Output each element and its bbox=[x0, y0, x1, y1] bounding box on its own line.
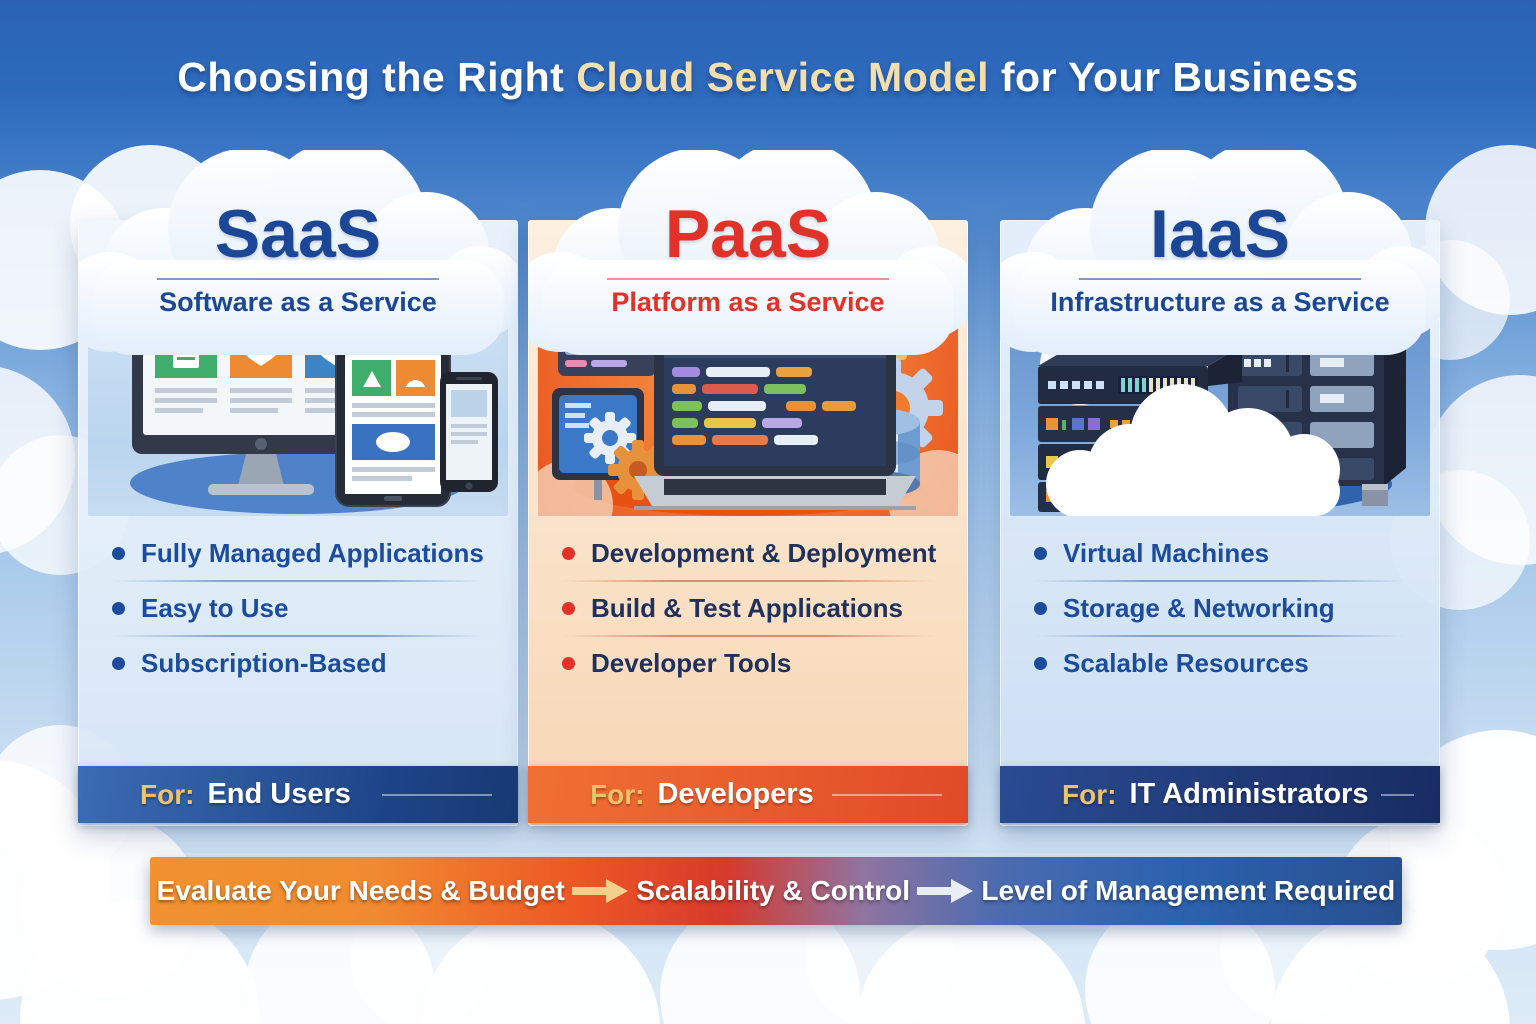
paas-subtitle: Platform as a Service bbox=[611, 287, 885, 317]
paas-header: PaaS Platform as a Service bbox=[528, 150, 968, 355]
list-item: Subscription-Based bbox=[112, 638, 484, 689]
iaas-divider bbox=[1079, 278, 1361, 280]
list-item: Storage & Networking bbox=[1034, 583, 1406, 634]
arrow-right-icon bbox=[571, 879, 628, 903]
for-label: For: bbox=[590, 778, 645, 810]
cloud-shape bbox=[78, 150, 518, 355]
bullet-dot-icon bbox=[562, 602, 575, 615]
bullet-dot-icon bbox=[1034, 547, 1047, 560]
title-part2: for Your Business bbox=[988, 54, 1359, 100]
cloud-shape bbox=[1000, 150, 1440, 355]
list-item: Development & Deployment bbox=[562, 528, 936, 579]
bullet-separator bbox=[112, 635, 484, 637]
paas-column: PaaS Platform as a Service bbox=[528, 150, 968, 826]
foreground-cloud bbox=[1046, 384, 1340, 516]
saas-header: SaaS Software as a Service bbox=[78, 150, 518, 355]
iaas-bullets: Virtual Machines Storage & Networking Sc… bbox=[1034, 528, 1406, 689]
saas-bullets: Fully Managed Applications Easy to Use S… bbox=[112, 528, 484, 689]
bullet-dot-icon bbox=[112, 602, 125, 615]
banner-step: Evaluate Your Needs & Budget bbox=[156, 875, 565, 906]
bullet-separator bbox=[1034, 635, 1406, 637]
bullet-separator bbox=[1034, 580, 1406, 582]
bullet-dot-icon bbox=[562, 657, 575, 670]
iaas-header: IaaS Infrastructure as a Service bbox=[1000, 150, 1440, 355]
for-label: For: bbox=[140, 778, 195, 810]
iaas-audience-bar: For: IT Administrators bbox=[1000, 766, 1440, 823]
laptop-icon bbox=[634, 320, 916, 510]
tablet-icon bbox=[335, 335, 451, 507]
audience-value: IT Administrators bbox=[1129, 778, 1369, 810]
saas-acronym: SaaS bbox=[214, 196, 382, 272]
banner-step: Scalability & Control bbox=[636, 875, 911, 906]
bullet-dot-icon bbox=[112, 547, 125, 560]
list-item: Virtual Machines bbox=[1034, 528, 1406, 579]
bullet-dot-icon bbox=[1034, 602, 1047, 615]
decision-banner: Evaluate Your Needs & Budget Scalability… bbox=[150, 857, 1402, 925]
list-item: Easy to Use bbox=[112, 583, 484, 634]
bullet-separator bbox=[562, 635, 934, 637]
title-highlight: Cloud Service Model bbox=[576, 54, 989, 100]
arrow-right-icon bbox=[916, 879, 973, 903]
paas-acronym: PaaS bbox=[664, 196, 832, 272]
audience-value: End Users bbox=[207, 778, 351, 810]
saas-column: SaaS Software as a Service bbox=[78, 150, 518, 826]
bullet-dot-icon bbox=[112, 657, 125, 670]
iaas-acronym: IaaS bbox=[1150, 196, 1290, 272]
underline-decoration bbox=[1381, 793, 1414, 796]
paas-divider bbox=[607, 278, 889, 280]
paas-bullets: Development & Deployment Build & Test Ap… bbox=[562, 528, 936, 689]
list-item: Developer Tools bbox=[562, 638, 934, 689]
cloud-shape bbox=[528, 150, 968, 355]
title-part1: Choosing the Right bbox=[177, 54, 577, 100]
banner-step: Level of Management Required bbox=[981, 875, 1396, 906]
underline-decoration bbox=[832, 793, 942, 796]
for-label: For: bbox=[1062, 778, 1117, 810]
underline-decoration bbox=[382, 793, 492, 796]
saas-subtitle: Software as a Service bbox=[159, 287, 437, 317]
bullet-separator bbox=[112, 580, 484, 582]
page-title: Choosing the Right Cloud Service Model f… bbox=[0, 54, 1536, 101]
list-item: Build & Test Applications bbox=[562, 583, 934, 634]
smartphone-icon bbox=[440, 372, 498, 492]
bullet-dot-icon bbox=[1034, 657, 1047, 670]
list-item: Fully Managed Applications bbox=[112, 528, 484, 579]
iaas-column: IaaS Infrastructure as a Service bbox=[1000, 150, 1440, 826]
saas-divider bbox=[157, 278, 439, 280]
paas-audience-bar: For: Developers bbox=[528, 766, 968, 823]
audience-value: Developers bbox=[657, 778, 814, 810]
list-item: Scalable Resources bbox=[1034, 638, 1406, 689]
saas-audience-bar: For: End Users bbox=[78, 766, 518, 823]
iaas-subtitle: Infrastructure as a Service bbox=[1050, 287, 1390, 317]
bullet-separator bbox=[562, 580, 934, 582]
bullet-dot-icon bbox=[562, 547, 575, 560]
